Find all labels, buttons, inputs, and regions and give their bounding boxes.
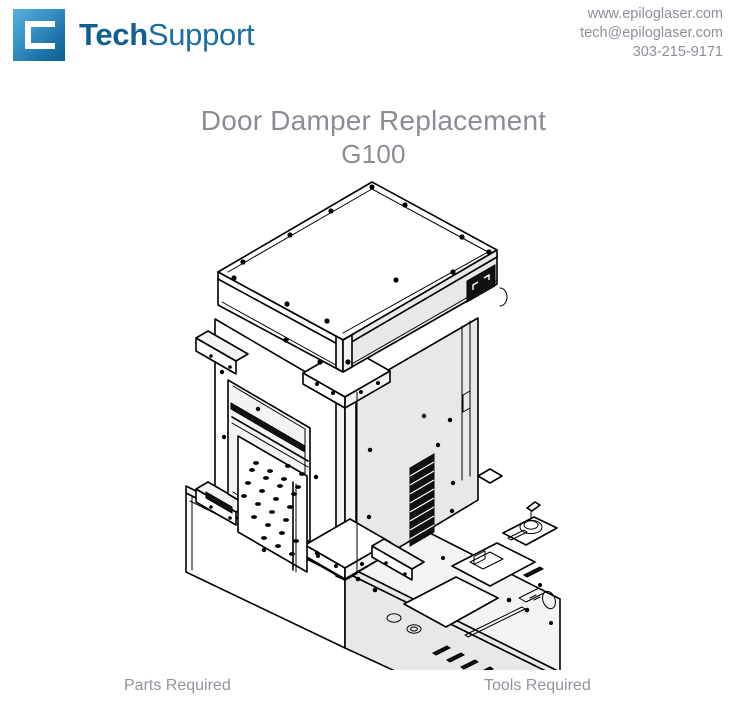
document-title-block: Door Damper Replacement G100 xyxy=(0,104,747,170)
control-button-round-a xyxy=(386,613,402,623)
lid-screws xyxy=(231,184,492,365)
control-panel-deck xyxy=(355,542,553,670)
grille-slats xyxy=(409,461,435,540)
contact-email[interactable]: tech@epiloglaser.com xyxy=(580,25,723,41)
deck-slot-vents xyxy=(432,606,526,670)
logo-glyph-top-bar xyxy=(25,21,55,27)
left-upper-bracket xyxy=(195,330,249,375)
right-upper-bracket xyxy=(477,468,503,484)
port-slot xyxy=(523,566,544,578)
right-panel-screws xyxy=(366,413,456,520)
brand-lockup: TechSupport xyxy=(13,9,255,61)
power-switch-cluster xyxy=(502,501,558,546)
brand-wordmark-support: Support xyxy=(147,16,255,52)
ventilation-grille xyxy=(409,453,435,547)
contact-website[interactable]: www.epiloglaser.com xyxy=(587,6,723,22)
corner-brackets-top xyxy=(302,346,391,409)
latch-lever xyxy=(526,501,541,512)
top-lid xyxy=(217,181,498,373)
logo-glyph-bottom-bar xyxy=(25,43,55,49)
control-display xyxy=(403,576,499,628)
window-upper-rail xyxy=(230,402,306,453)
control-button-round-b xyxy=(406,624,422,634)
perforated-bed-plate xyxy=(237,435,308,573)
parts-required-label: Parts Required xyxy=(124,677,231,694)
brand-wordmark: TechSupport xyxy=(79,16,255,52)
connector-panel xyxy=(518,566,556,610)
tools-required-label: Tools Required xyxy=(484,677,591,694)
g100-isometric-drawing: .ln { fill:none; stroke:#000; stroke-wid… xyxy=(185,181,561,670)
epilog-tech-support-logo-icon xyxy=(13,9,65,61)
page-header: TechSupport www.epiloglaser.com tech@epi… xyxy=(0,0,747,80)
machine-illustration: .ln { fill:none; stroke:#000; stroke-wid… xyxy=(0,180,747,670)
left-panel-screws xyxy=(219,369,320,556)
cable-gland xyxy=(542,590,556,610)
control-keypad-recess xyxy=(451,542,536,587)
page-title: Door Damper Replacement xyxy=(200,105,547,136)
contact-info-block: www.epiloglaser.com tech@epiloglaser.com… xyxy=(580,5,723,62)
right-lower-bracket xyxy=(371,538,425,581)
model-badge-plate xyxy=(466,264,496,303)
logo-glyph-left-bar xyxy=(25,21,31,49)
grille-frame xyxy=(409,453,435,547)
brand-wordmark-tech: Tech xyxy=(79,16,148,52)
contact-phone[interactable]: 303-215-9171 xyxy=(632,44,723,60)
page-subtitle-model: G100 xyxy=(341,139,406,169)
badge-glyph xyxy=(472,273,490,290)
side-handle xyxy=(499,287,508,307)
panel-seams xyxy=(356,320,471,575)
bed-perforations xyxy=(241,461,305,556)
requirements-footer: Parts Required Tools Required xyxy=(0,677,747,701)
